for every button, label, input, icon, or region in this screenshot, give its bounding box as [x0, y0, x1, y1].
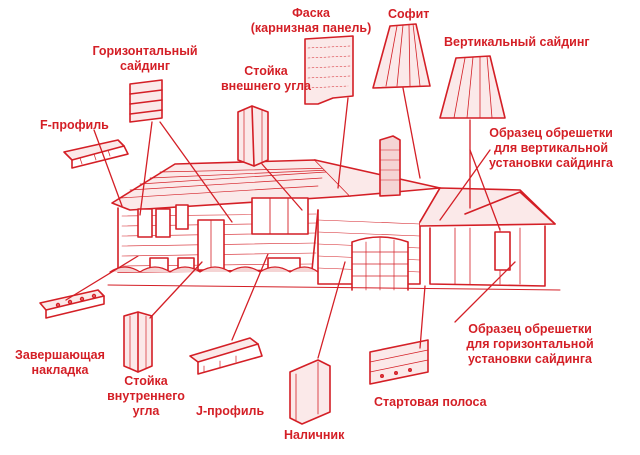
starter-strip: [369, 339, 429, 385]
label-inside-corner: Стойка внутреннего угла: [107, 374, 185, 418]
finish-trim: [39, 289, 105, 319]
house: [107, 135, 561, 291]
label-casing: Наличник: [284, 428, 345, 442]
label-j-profile: J-профиль: [196, 404, 265, 418]
facia-panel: [304, 35, 354, 105]
inside-corner-post: [123, 311, 153, 373]
label-horizontal-lath: Образец обрешетки для горизонтальной уст…: [466, 322, 594, 366]
horizontal-siding-panel: [129, 79, 163, 123]
label-vertical-lath: Образец обрешетки для вертикальной устан…: [488, 126, 614, 170]
label-finish-trim: Завершающая накладка: [15, 348, 105, 377]
vertical-siding-panel: [439, 55, 506, 119]
label-starter-strip: Стартовая полоса: [374, 395, 487, 409]
label-vertical-siding: Вертикальный сайдинг: [444, 35, 590, 49]
label-facia: Фаска (карнизная панель): [250, 6, 372, 35]
label-outside-corner: Стойка внешнего угла: [221, 64, 311, 93]
label-horizontal-siding: Горизонтальный сайдинг: [92, 44, 198, 73]
label-f-profile: F-профиль: [40, 118, 109, 132]
outside-corner-post: [237, 105, 269, 167]
casing: [289, 359, 331, 425]
j-profile: [189, 337, 263, 375]
leader-lines: [65, 87, 516, 359]
label-soffit: Софит: [388, 7, 430, 21]
soffit-panel: [372, 23, 431, 89]
f-profile: [63, 139, 129, 169]
